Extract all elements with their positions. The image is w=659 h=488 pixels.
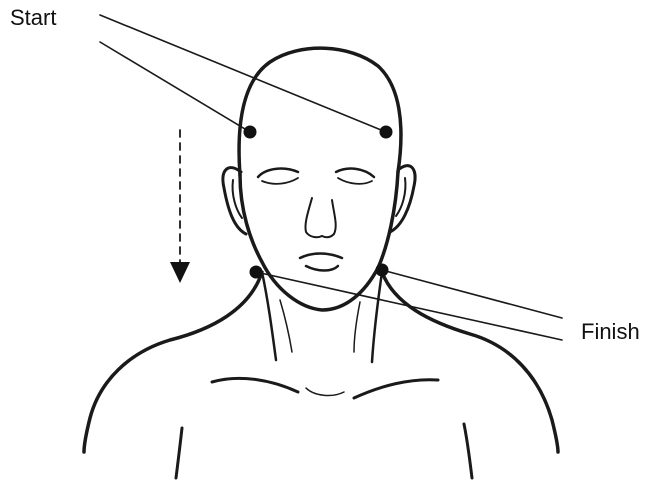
start-point-right [380,126,393,139]
start-pointer-line-left [100,42,250,132]
left-collarbone [212,378,298,392]
right-eye-lower [338,178,372,184]
mouth [300,254,342,259]
left-eye [258,169,298,177]
left-shoulder [84,272,262,452]
nose-left [305,198,322,237]
right-arm-line [464,424,472,478]
start-label: Start [10,7,56,29]
finish-point-right [376,264,389,277]
neck-right [372,272,382,362]
start-point-left [244,126,257,139]
left-eye-lower [262,178,298,184]
head-outline [239,48,401,175]
neck-left [262,272,276,360]
left-arm-line [176,428,182,478]
finish-pointer-line-right [382,270,562,318]
finish-label: Finish [581,321,640,343]
face-contour [240,172,398,310]
neck-muscle-left [280,300,292,352]
neck-muscle-right [354,302,360,352]
right-eye [336,169,374,177]
nose-right [322,200,336,237]
lower-lip [306,266,338,271]
finish-point-left [250,266,263,279]
right-ear [390,166,415,232]
right-collarbone [354,380,438,398]
right-shoulder [382,272,558,452]
sternal-notch [306,388,344,395]
direction-arrow-head-icon [170,262,190,283]
